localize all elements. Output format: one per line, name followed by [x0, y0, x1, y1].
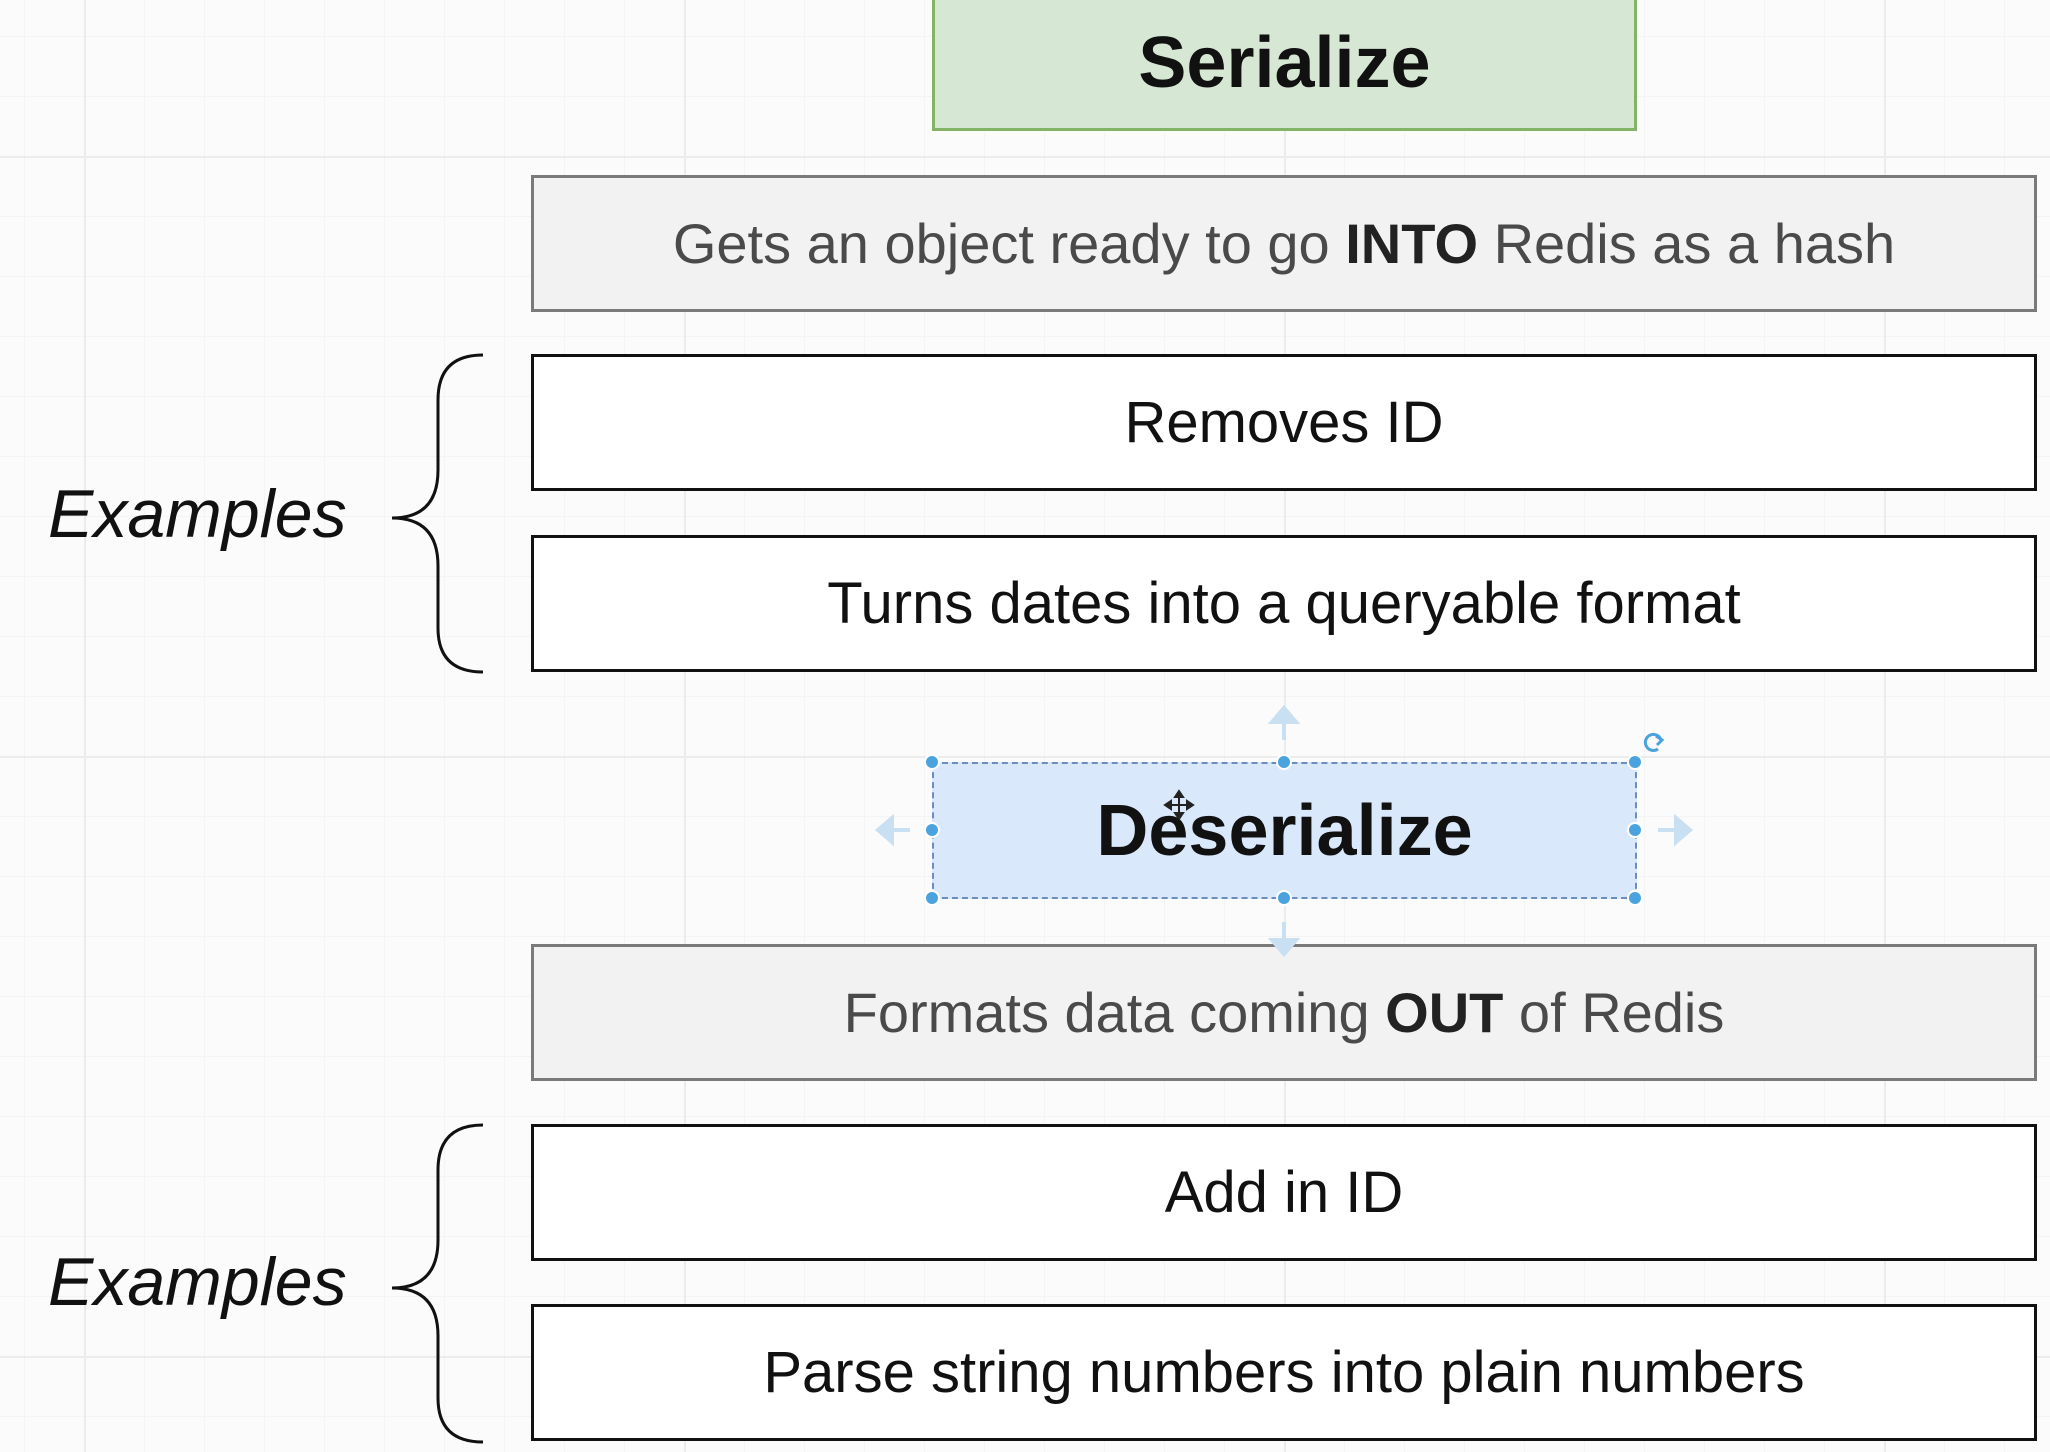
serialize-description-box[interactable]: Gets an object ready to go INTO Redis as…	[531, 175, 2037, 312]
connection-arrows[interactable]	[874, 704, 1694, 958]
deserialize-description: Formats data coming OUT of Redis	[843, 981, 1725, 1044]
deserialize-brace	[391, 1123, 484, 1444]
serialize-title: Serialize	[1138, 22, 1431, 103]
selection-handles[interactable]	[924, 754, 1643, 906]
serialize-example-2-box[interactable]: Turns dates into a queryable format	[531, 535, 2037, 672]
serialize-description: Gets an object ready to go INTO Redis as…	[672, 212, 1896, 275]
rotate-handle-icon[interactable]	[1643, 733, 1665, 752]
deserialize-examples-label: Examples	[48, 1244, 347, 1320]
serialize-examples-label: Examples	[48, 476, 347, 552]
deserialize-example-1-box[interactable]: Add in ID	[531, 1124, 2037, 1261]
serialize-example-1: Removes ID	[1124, 390, 1444, 455]
serialize-example-1-box[interactable]: Removes ID	[531, 354, 2037, 491]
deserialize-example-1: Add in ID	[1164, 1160, 1404, 1225]
deserialize-title-box[interactable]: Deserialize	[932, 762, 1637, 899]
serialize-brace	[391, 353, 484, 674]
deserialize-example-2: Parse string numbers into plain numbers	[763, 1340, 1805, 1405]
serialize-example-2: Turns dates into a queryable format	[827, 571, 1741, 636]
move-cursor-icon	[1163, 789, 1195, 821]
deserialize-description-box[interactable]: Formats data coming OUT of Redis	[531, 944, 2037, 1081]
deserialize-example-2-box[interactable]: Parse string numbers into plain numbers	[531, 1304, 2037, 1441]
serialize-title-box[interactable]: Serialize	[932, 0, 1637, 131]
deserialize-title: Deserialize	[1096, 790, 1473, 871]
